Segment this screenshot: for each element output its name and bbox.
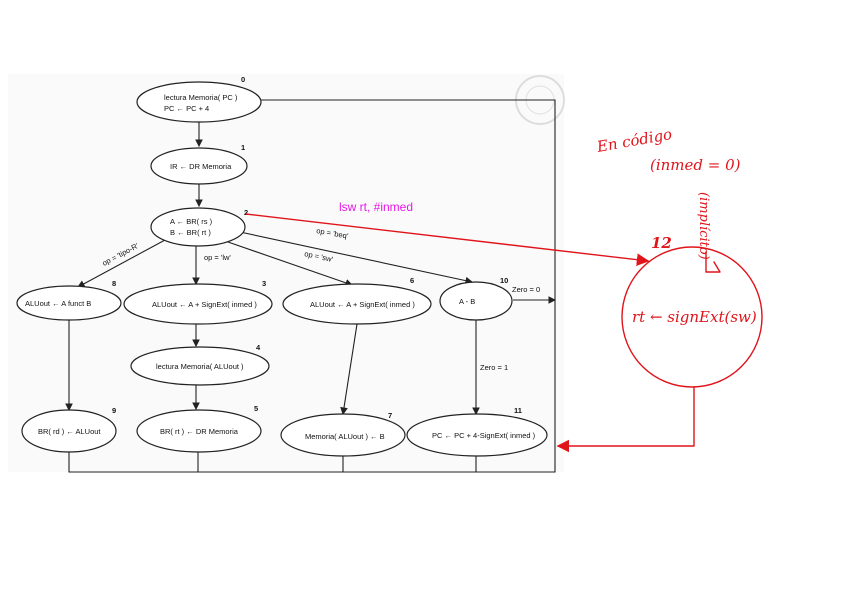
slide-background: [8, 74, 564, 472]
state-5-line1: BR( rt ) ← DR Memoria: [160, 427, 239, 436]
state-8: ALUout ← A funct B 8: [16, 279, 122, 321]
state-12-text: rt ← signExt(sw): [632, 308, 757, 326]
state-11-line1: PC ← PC + 4-SignExt( inmed ): [432, 431, 536, 440]
state-10-number: 10: [500, 276, 508, 285]
edge-label-zero1: Zero = 1: [480, 363, 508, 372]
state-3-line1: ALUout ← A + SignExt( inmed ): [152, 300, 257, 309]
state-3-number: 3: [262, 279, 266, 288]
state-0-number: 0: [241, 75, 245, 84]
ink-implicit-connector: [705, 251, 721, 273]
handwritten-condition: (inmed = 0): [650, 156, 741, 174]
red-ink-annotations: 12 rt ← signExt(sw) En código (inmed = 0…: [245, 125, 763, 453]
state-4-number: 4: [256, 343, 261, 352]
edge-label-lw: op = 'lw': [204, 253, 231, 262]
state-10: A - B 10: [439, 276, 513, 321]
edge-label-zero0: Zero = 0: [512, 285, 540, 294]
state-7-line1: Memoria( ALUout ) ← B: [305, 432, 385, 441]
state-2-line1: A ← BR( rs ): [170, 217, 213, 226]
state-1-line1: IR ← DR Memoria: [170, 162, 232, 171]
state-7-number: 7: [388, 411, 392, 420]
state-11: PC ← PC + 4-SignExt( inmed ) 11: [406, 406, 548, 457]
state-2: A ← BR( rs ) B ← BR( rt ) 2: [150, 207, 248, 247]
ink-return-to-state-11: [556, 386, 695, 453]
state-2-line2: B ← BR( rt ): [170, 228, 211, 237]
state-5-number: 5: [254, 404, 258, 413]
magenta-instruction-note: lsw rt, #inmed: [339, 200, 413, 214]
state-8-line1: ALUout ← A funct B: [25, 299, 91, 308]
state-8-number: 8: [112, 279, 116, 288]
state-6-line1: ALUout ← A + SignExt( inmed ): [310, 300, 415, 309]
state-5: BR( rt ) ← DR Memoria 5: [136, 404, 262, 453]
state-1: IR ← DR Memoria 1: [150, 143, 248, 185]
state-4: lectura Memoria( ALUout ) 4: [130, 343, 270, 386]
state-0-line1: lectura Memoria( PC ): [164, 93, 238, 102]
state-4-line1: lectura Memoria( ALUout ): [156, 362, 244, 371]
state-10-line1: A - B: [459, 297, 475, 306]
state-6: ALUout ← A + SignExt( inmed ) 6: [282, 276, 432, 325]
state-0-line2: PC ← PC + 4: [164, 104, 209, 113]
state-12-circle: [621, 246, 763, 388]
state-2-number: 2: [244, 208, 248, 217]
ink-arrow-to-state-12: [245, 213, 650, 266]
state-9-number: 9: [112, 406, 116, 415]
state-7: Memoria( ALUout ) ← B 7: [280, 411, 406, 457]
handwritten-title: En código: [595, 125, 674, 156]
state-12-number: 12: [651, 234, 672, 252]
state-9-line1: BR( rd ) ← ALUout: [38, 427, 101, 436]
state-9: BR( rd ) ← ALUout 9: [21, 406, 117, 453]
handwritten-implicit: (implícito): [696, 192, 711, 260]
state-3: ALUout ← A + SignExt( inmed ) 3: [123, 279, 273, 325]
state-6-number: 6: [410, 276, 414, 285]
state-0: lectura Memoria( PC ) PC ← PC + 4 0: [136, 75, 262, 123]
state-11-number: 11: [514, 406, 522, 415]
edges: [65, 96, 557, 473]
state-1-number: 1: [241, 143, 245, 152]
